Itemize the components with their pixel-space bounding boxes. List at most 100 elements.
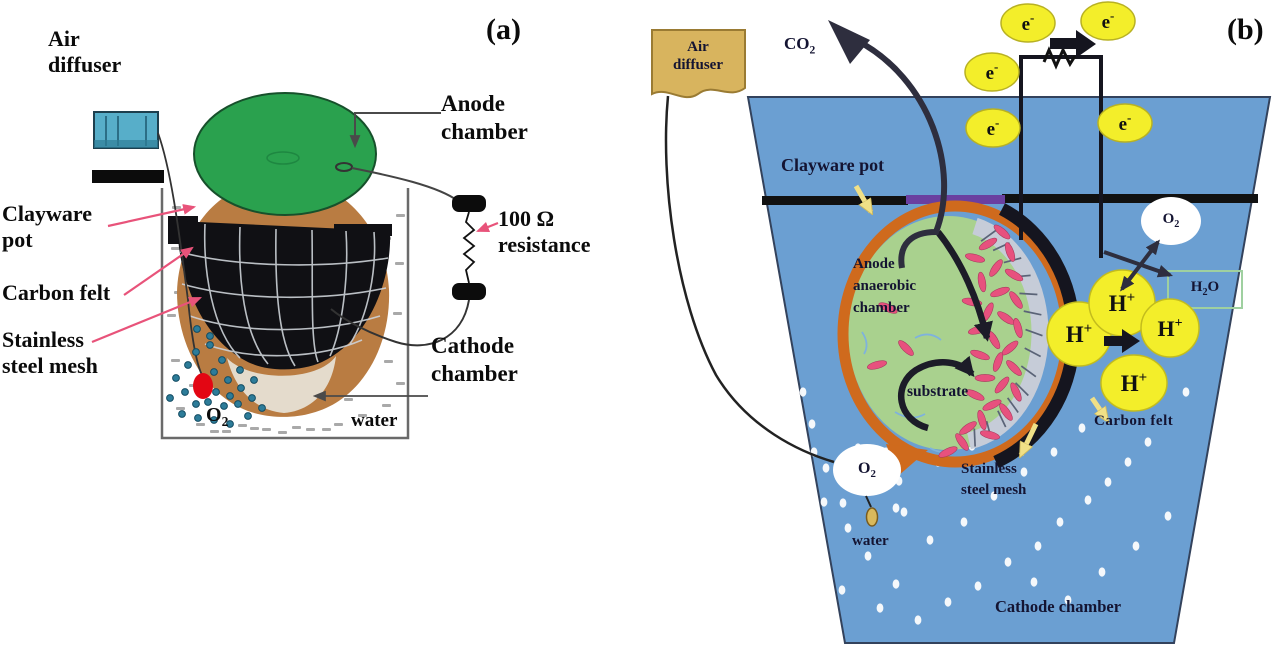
svg-text:H+: H+ bbox=[1157, 316, 1182, 341]
water-dash bbox=[382, 404, 391, 407]
electron: e- bbox=[1097, 103, 1153, 143]
label-stainless-mesh-b: Stainless steel mesh bbox=[961, 459, 1026, 501]
oxygen-bubble-right bbox=[1141, 197, 1201, 245]
pot-lid-green bbox=[193, 92, 377, 216]
o2-base: O bbox=[206, 404, 222, 426]
label-line: 100 Ω bbox=[498, 206, 555, 231]
mesh-hatch bbox=[1024, 347, 1042, 358]
oxygen-reduction-arrows bbox=[1103, 239, 1174, 292]
svg-text:e-: e- bbox=[1102, 8, 1115, 33]
label-substrate: substrate bbox=[907, 383, 969, 400]
label-water-a: water bbox=[351, 410, 398, 431]
bacterium bbox=[1013, 317, 1023, 339]
water-dash bbox=[358, 414, 367, 417]
electron: e- bbox=[1000, 3, 1056, 43]
bacterium bbox=[970, 349, 990, 361]
water-dash bbox=[393, 312, 402, 315]
air-bubble bbox=[892, 579, 900, 589]
label-cathode-chamber-b: Cathode chamber bbox=[995, 597, 1122, 616]
water-dash bbox=[396, 214, 405, 217]
bacterium bbox=[1004, 242, 1016, 262]
air-bubble bbox=[1064, 595, 1072, 605]
label-cathode-chamber-a: Cathode chamber bbox=[431, 332, 518, 387]
label-line: steel mesh bbox=[961, 482, 1027, 498]
air-bubble bbox=[178, 410, 186, 418]
bacterium bbox=[964, 253, 986, 263]
water-dash bbox=[171, 359, 180, 362]
air-bubble bbox=[799, 387, 807, 397]
label-water-b: water bbox=[852, 533, 889, 549]
label-line: chamber bbox=[431, 360, 518, 386]
label-line: Air bbox=[48, 26, 80, 51]
air-bubble bbox=[892, 503, 900, 513]
label-line: anaerobic bbox=[853, 278, 917, 294]
label-anode-chamber-a: Anode chamber bbox=[441, 90, 528, 145]
mesh-hatch bbox=[980, 229, 997, 242]
label-carbon-felt-b: Carbon felt bbox=[1094, 413, 1174, 429]
air-bubble bbox=[820, 497, 828, 507]
water-dash bbox=[306, 428, 315, 431]
h2o-sub: 2 bbox=[1202, 287, 1208, 298]
air-bubble bbox=[926, 535, 934, 545]
water-dash bbox=[395, 262, 404, 265]
air-bubble bbox=[192, 348, 200, 356]
label-line: Anode bbox=[441, 91, 505, 116]
panel-b-tag: (b) bbox=[1227, 13, 1264, 46]
anode-chamber-pointer bbox=[349, 112, 441, 149]
h2o-o: O bbox=[1207, 279, 1220, 295]
electron-particles: e- e- e- e- e- bbox=[964, 1, 1153, 148]
label-resistance: 100 Ω resistance bbox=[498, 206, 590, 259]
label-o2-left: O2 bbox=[842, 459, 892, 481]
air-bubble bbox=[181, 388, 189, 396]
air-tube-a bbox=[157, 132, 203, 376]
air-bubble bbox=[204, 398, 212, 406]
air-tube-b bbox=[664, 95, 835, 464]
air-bubble bbox=[206, 332, 214, 340]
proton: H+ bbox=[1100, 354, 1168, 412]
air-bubble bbox=[808, 419, 816, 429]
label-line: steel mesh bbox=[2, 353, 98, 379]
air-bubble bbox=[226, 420, 234, 428]
label-line: chamber bbox=[853, 300, 910, 316]
label-pointers-pink bbox=[91, 204, 499, 344]
pot-rim-purple bbox=[906, 195, 1005, 204]
label-pointers-yellow bbox=[853, 184, 1107, 455]
label-line: Air bbox=[687, 39, 709, 55]
bacterium bbox=[994, 376, 1010, 394]
label-line: Cathode bbox=[431, 333, 515, 358]
air-bubbles-a bbox=[166, 325, 266, 428]
terminal-top bbox=[452, 195, 486, 212]
co2-sub: 2 bbox=[809, 43, 816, 57]
air-bubble bbox=[193, 325, 201, 333]
label-line: Anode bbox=[853, 256, 895, 272]
waterline-bar-right bbox=[1002, 194, 1258, 203]
water-dash bbox=[167, 314, 176, 317]
water-dash bbox=[292, 426, 301, 429]
bacterium bbox=[955, 433, 969, 451]
mesh-hatch bbox=[1023, 310, 1042, 316]
mesh-hatch bbox=[1014, 382, 1029, 397]
bacterium bbox=[992, 352, 1004, 372]
air-bubble bbox=[210, 416, 218, 424]
oxygen-bubble-left bbox=[833, 444, 901, 496]
label-line: Stainless bbox=[961, 461, 1017, 477]
electron: e- bbox=[964, 52, 1020, 92]
label-line: resistance bbox=[498, 232, 591, 258]
o2-sub: 2 bbox=[1174, 219, 1180, 230]
air-bubble bbox=[194, 414, 202, 422]
mesh-hatch bbox=[1006, 397, 1019, 413]
air-bubble bbox=[234, 400, 242, 408]
air-bubble bbox=[960, 517, 968, 527]
air-bubble bbox=[944, 597, 952, 607]
o2-base: O bbox=[1162, 211, 1175, 227]
air-bubble bbox=[172, 374, 180, 382]
diffuser-bar bbox=[92, 170, 164, 183]
air-bubble bbox=[218, 356, 226, 364]
svg-text:H+: H+ bbox=[1109, 290, 1135, 316]
air-bubble bbox=[210, 368, 218, 376]
mesh-hatch bbox=[1025, 328, 1043, 337]
h2o-h: H bbox=[1190, 279, 1203, 295]
water-dash bbox=[171, 247, 180, 250]
